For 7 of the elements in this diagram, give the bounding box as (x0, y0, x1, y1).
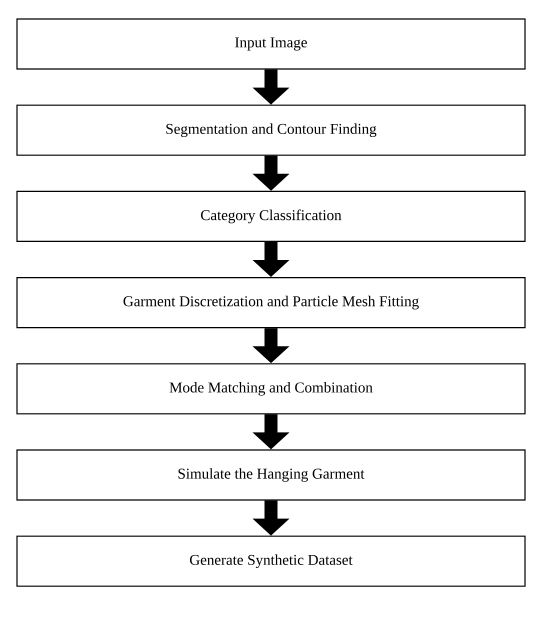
process-box: Segmentation and Contour Finding (16, 104, 526, 156)
process-box: Mode Matching and Combination (16, 363, 526, 414)
process-box: Generate Synthetic Dataset (16, 536, 526, 587)
process-box: Garment Discretization and Particle Mesh Fitting (16, 277, 526, 328)
process-box: Category Classification (16, 190, 526, 242)
process-box: Simulate the Hanging Garment (16, 449, 526, 501)
process-box: Input Image (16, 18, 526, 70)
